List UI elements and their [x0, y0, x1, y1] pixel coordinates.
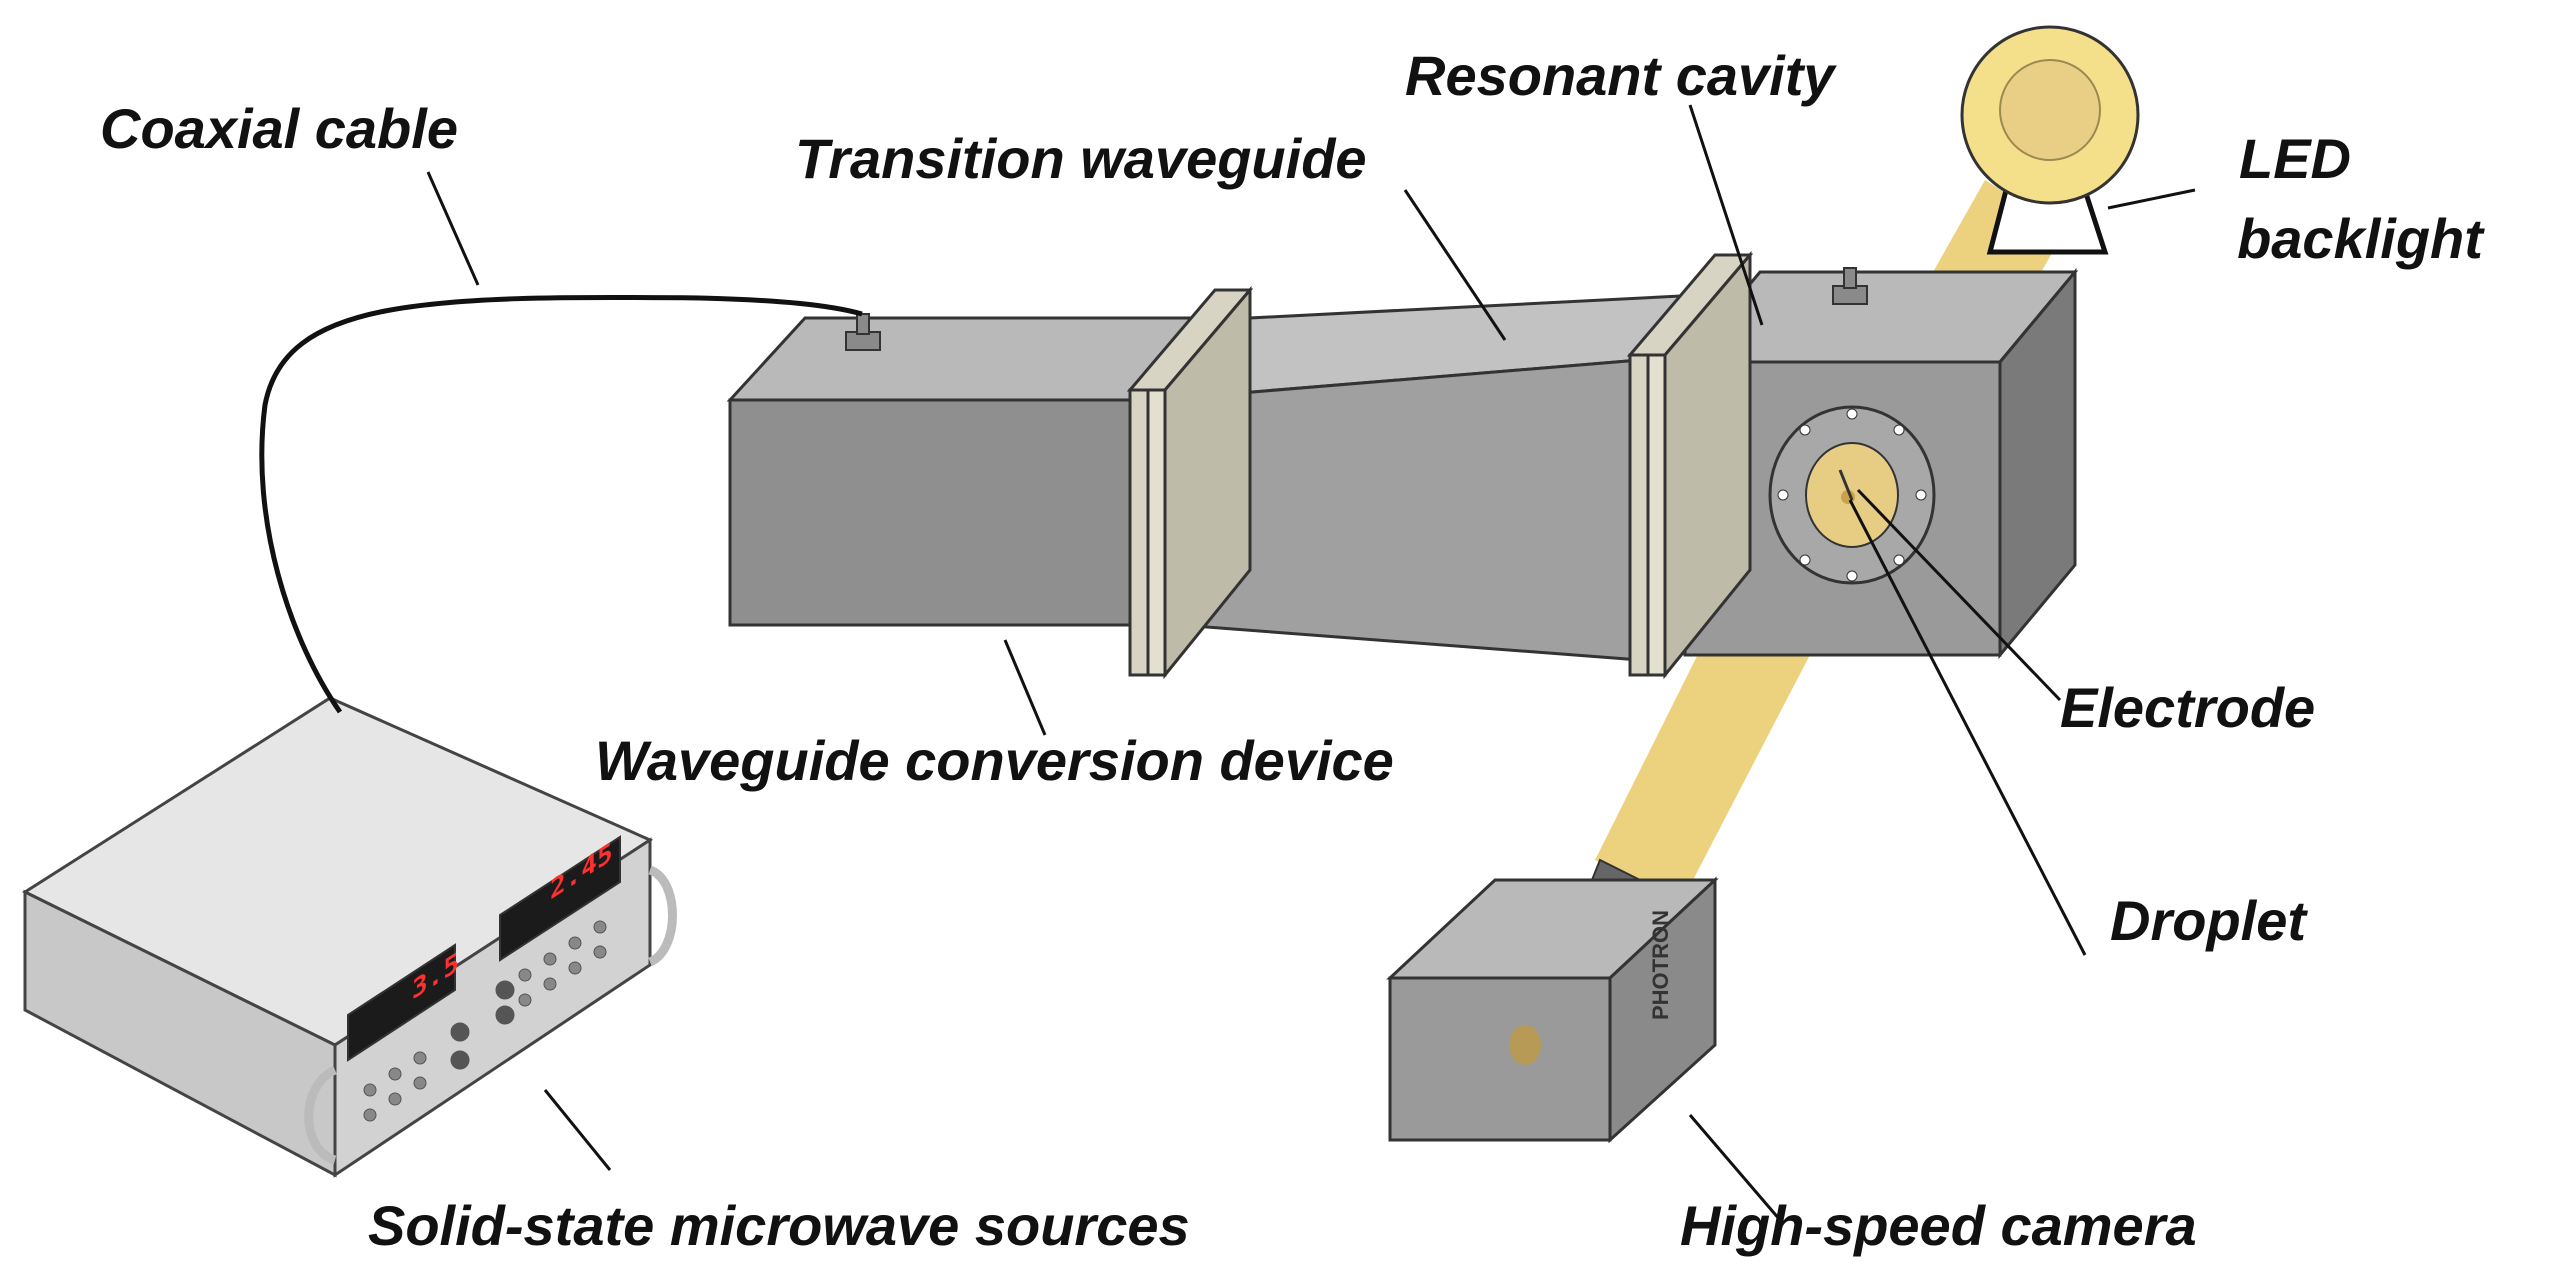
electrode-marker [1838, 469, 1854, 501]
label-resonant-cavity: Resonant cavity [1405, 44, 1837, 107]
leader-lines [426, 104, 2196, 1221]
label-led-backlight-line2: backlight [2237, 207, 2485, 270]
coax-connector-right [1832, 267, 1868, 305]
flange-2 [1626, 250, 1754, 680]
label-electrode: Electrode [2060, 676, 2315, 739]
display-right [499, 835, 621, 962]
label-waveguide-conversion-device: Waveguide conversion device [595, 729, 1394, 792]
source-handle-left [304, 1065, 338, 1165]
waveguide-front-face [728, 398, 1137, 627]
flange-1 [1126, 285, 1254, 680]
leader-resonant-cavity [1688, 104, 1764, 326]
solid-state-microwave-source: 3.5 2.45 [21, 696, 677, 1178]
transition-waveguide [1176, 293, 1704, 662]
leader-led-backlight [2107, 188, 2196, 210]
label-coaxial-cable: Coaxial cable [100, 97, 458, 160]
waveguide-conversion-device [726, 313, 1214, 627]
coaxial-cable [259, 294, 863, 714]
leader-transition-waveguide [1403, 189, 1507, 341]
display-left [347, 943, 456, 1062]
leader-coaxial-cable [426, 171, 480, 286]
cavity-side-face [1998, 267, 2077, 660]
leader-high-speed-camera [1688, 1114, 1782, 1221]
label-solid-state-microwave-sources: Solid-state microwave sources [368, 1194, 1190, 1257]
leader-electrode [1856, 488, 2062, 702]
camera-lens [1509, 1025, 1541, 1065]
label-transition-waveguide: Transition waveguide [795, 127, 1367, 190]
label-high-speed-camera: High-speed camera [1680, 1194, 2197, 1257]
high-speed-camera: PHOTRON [1386, 858, 1719, 1144]
camera-brand: PHOTRON [1648, 910, 1673, 1020]
resonant-cavity [1681, 267, 2079, 660]
source-handle-right [647, 865, 677, 967]
source-buttons [363, 920, 607, 1122]
leader-solid-state-source [543, 1089, 612, 1171]
camera-front-face [1388, 976, 1612, 1142]
camera-side-face [1608, 876, 1717, 1144]
leader-waveguide-conversion [1003, 639, 1047, 736]
label-droplet: Droplet [2110, 889, 2308, 952]
label-led-backlight-line1: LED [2239, 127, 2351, 190]
leader-droplet [1848, 499, 2087, 956]
led-backlight [1960, 25, 2140, 255]
observation-window [1768, 405, 1936, 585]
led-lamp-inner [1999, 59, 2101, 161]
coax-connector-left [845, 313, 881, 351]
